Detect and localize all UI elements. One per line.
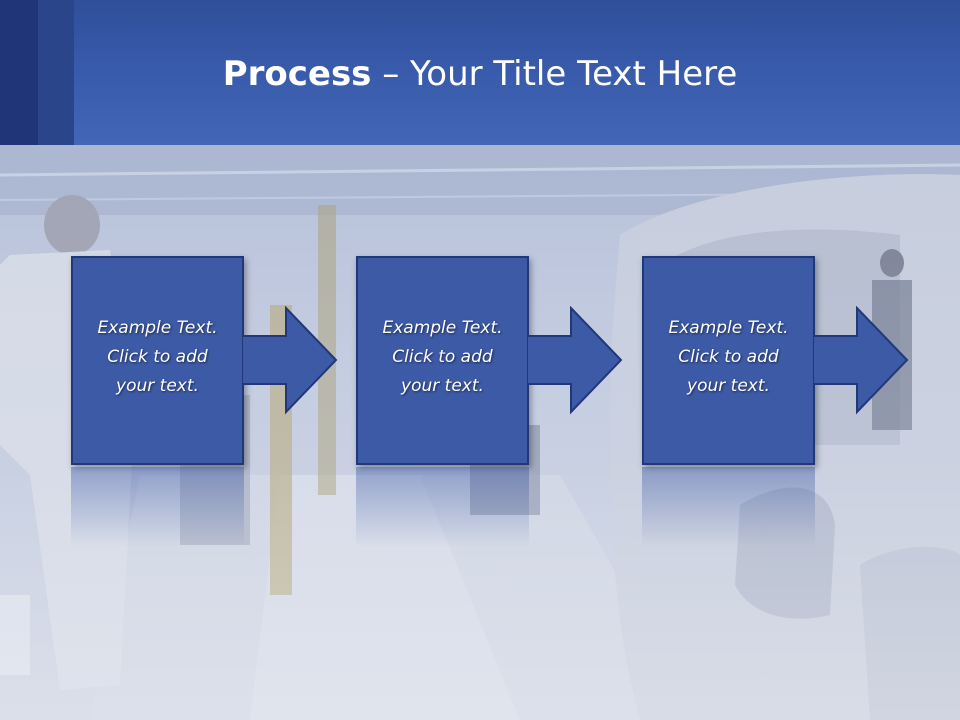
- title-bold-text: Process: [222, 54, 372, 94]
- step-2-line-3: your text.: [401, 376, 484, 396]
- step-3-line-1: Example Text.: [668, 318, 789, 338]
- arrow-2-icon: [527, 306, 623, 415]
- step-3-line-3: your text.: [687, 376, 770, 396]
- header-accent-mid: [38, 0, 74, 145]
- step-1-line-3: your text.: [116, 376, 199, 396]
- title-bar: Process – Your Title Text Here: [0, 0, 960, 145]
- step-1-line-1: Example Text.: [97, 318, 218, 338]
- slide-title[interactable]: Process – Your Title Text Here: [0, 52, 960, 96]
- process-step-3-text[interactable]: Example Text. Click to add your text.: [644, 314, 813, 401]
- title-rest-text: – Your Title Text Here: [371, 54, 738, 94]
- process-step-1-reflection: [71, 467, 244, 547]
- arrow-3-icon: [813, 306, 909, 415]
- step-2-line-1: Example Text.: [382, 318, 503, 338]
- process-step-3-box[interactable]: Example Text. Click to add your text.: [642, 256, 815, 465]
- step-2-line-2: Click to add: [392, 347, 493, 367]
- step-1-line-2: Click to add: [107, 347, 208, 367]
- process-step-2-text[interactable]: Example Text. Click to add your text.: [358, 314, 527, 401]
- process-step-1-text[interactable]: Example Text. Click to add your text.: [73, 314, 242, 401]
- process-step-3-reflection: [642, 467, 815, 547]
- process-step-1-box[interactable]: Example Text. Click to add your text.: [71, 256, 244, 465]
- process-step-2-box[interactable]: Example Text. Click to add your text.: [356, 256, 529, 465]
- arrow-1-icon: [242, 306, 338, 415]
- header-accent-dark: [0, 0, 38, 145]
- process-step-2-reflection: [356, 467, 529, 547]
- step-3-line-2: Click to add: [678, 347, 779, 367]
